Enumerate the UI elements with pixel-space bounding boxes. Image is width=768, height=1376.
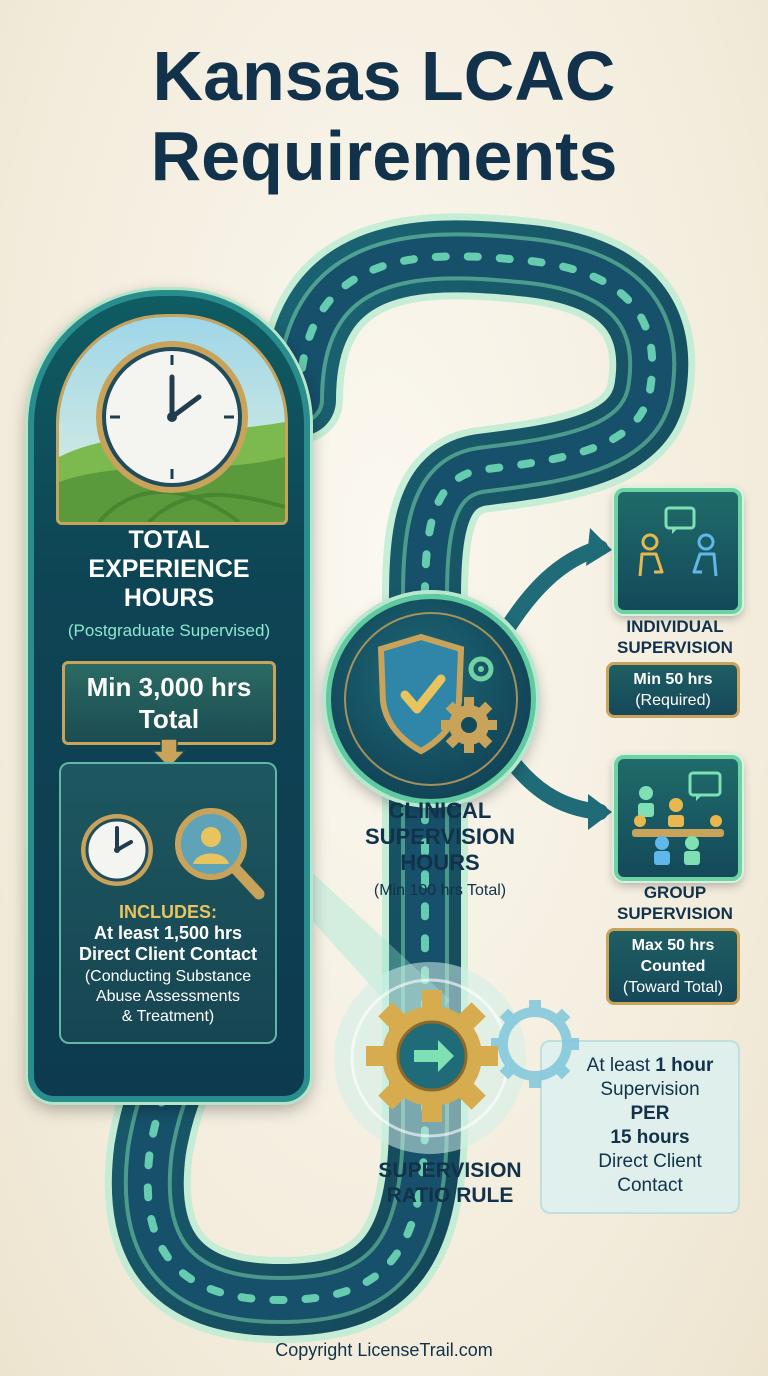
group-supervision-value: Max 50 hrs Counted (Toward Total)	[606, 928, 740, 1005]
group-value-line-1: Max 50 hrs	[631, 937, 715, 954]
includes-label: INCLUDES:	[119, 902, 217, 922]
clinical-line-2: SUPERVISION	[365, 824, 515, 849]
group-note: (Toward Total)	[622, 979, 724, 996]
includes-line-2: Direct Client Contact	[78, 944, 258, 964]
copyright-text: Copyright LicenseTrail.com	[275, 1340, 493, 1360]
clinical-supervision-label: CLINICAL SUPERVISION HOURS (Min 100 hrs …	[335, 798, 545, 904]
min-total-line-2: Total	[138, 704, 200, 734]
arrow-gear-icon	[366, 990, 579, 1122]
landscape-scene	[56, 314, 288, 525]
heading-line-3: HOURS	[123, 584, 215, 612]
gear-icon	[441, 697, 497, 753]
includes-text: INCLUDES: At least 1,500 hrs Direct Clie…	[61, 902, 275, 1027]
magnifier-person-icon	[175, 808, 265, 900]
clock-icon	[81, 814, 153, 886]
group-supervision-icon-box	[614, 755, 742, 881]
title-line-1: Kansas LCAC	[152, 37, 616, 115]
group-supervision-label: GROUP SUPERVISION	[590, 882, 760, 924]
ratio-line-5: Direct Client	[598, 1151, 702, 1172]
total-experience-panel: TOTAL EXPERIENCE HOURS (Postgraduate Sup…	[28, 290, 310, 1102]
footprints-icon	[143, 252, 657, 1305]
one-on-one-icon	[638, 506, 718, 577]
ratio-label-line-1: SUPERVISION	[378, 1159, 522, 1182]
clinical-line-3: HOURS	[400, 850, 480, 875]
title-line-2: Requirements	[150, 117, 618, 195]
ratio-bold-1: 1 hour	[655, 1055, 714, 1076]
total-experience-heading: TOTAL EXPERIENCE HOURS (Postgraduate Sup…	[34, 526, 304, 645]
individual-supervision-value: Min 50 hrs (Required)	[606, 662, 740, 718]
total-experience-subheading: (Postgraduate Supervised)	[67, 621, 271, 640]
ratio-label-line-2: RATIO RULE	[386, 1184, 514, 1207]
individual-value: Min 50 hrs	[633, 671, 713, 688]
clinical-line-1: CLINICAL	[388, 798, 492, 823]
clinical-sub: (Min 100 hrs Total)	[373, 882, 507, 899]
min-total-box: Min 3,000 hrs Total	[62, 661, 276, 745]
individual-line-2: SUPERVISION	[617, 638, 733, 657]
ratio-bold-2: PER	[630, 1103, 670, 1124]
individual-note: (Required)	[635, 692, 711, 709]
ratio-line-2: Supervision	[600, 1079, 700, 1100]
ratio-rule-text: At least 1 hour Supervision PER 15 hours…	[560, 1054, 740, 1198]
group-line-2: SUPERVISION	[617, 904, 733, 923]
ratio-prefix: At least	[586, 1055, 656, 1076]
detail-line-3: & Treatment)	[121, 1008, 215, 1025]
heading-line-1: TOTAL	[128, 526, 210, 554]
individual-supervision-icon-box	[614, 488, 742, 614]
ratio-rule-box	[540, 1040, 740, 1214]
down-arrow-icon	[152, 739, 186, 769]
detail-line-2: Abuse Assessments	[95, 988, 241, 1005]
group-line-1: GROUP	[643, 883, 707, 902]
shield-check-icon	[344, 612, 518, 786]
group-value-line-2: Counted	[640, 958, 706, 975]
page-title: Kansas LCAC Requirements	[0, 36, 768, 196]
individual-line-1: INDIVIDUAL	[626, 617, 724, 636]
ratio-bold-3: 15 hours	[610, 1127, 690, 1148]
individual-supervision-label: INDIVIDUAL SUPERVISION	[590, 616, 760, 658]
min-total-line-1: Min 3,000 hrs	[86, 672, 252, 702]
ratio-line-6: Contact	[617, 1175, 683, 1196]
clock-icon	[59, 317, 285, 522]
includes-box: INCLUDES: At least 1,500 hrs Direct Clie…	[59, 762, 277, 1044]
heading-line-2: EXPERIENCE	[88, 555, 250, 583]
detail-line-1: (Conducting Substance	[84, 968, 252, 985]
clinical-supervision-circle	[326, 594, 536, 804]
ratio-rule-label: SUPERVISION RATIO RULE	[345, 1158, 555, 1208]
includes-line-1: At least 1,500 hrs	[93, 923, 243, 943]
group-meeting-icon	[632, 771, 724, 865]
